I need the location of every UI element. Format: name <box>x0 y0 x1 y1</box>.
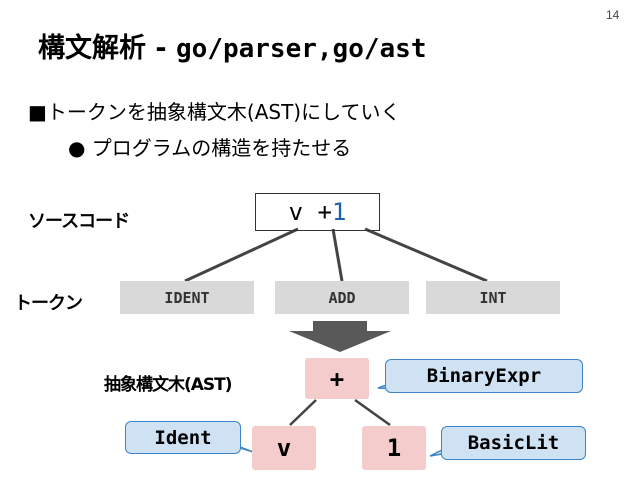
token-label: トークン <box>14 293 83 314</box>
connector-one-int <box>364 227 488 283</box>
token-int: INT <box>426 281 560 314</box>
source-code-expr: v + <box>288 198 332 226</box>
callout-basiclit: BasicLit <box>441 426 586 460</box>
ast-node-v: v <box>252 426 316 470</box>
callout-binaryexpr-text: BinaryExpr <box>426 365 542 387</box>
slide-title: 構文解析 - go/parser,go/ast <box>38 26 426 65</box>
ast-label: 抽象構文木(AST) <box>104 375 233 395</box>
connector-plus-add <box>331 228 344 282</box>
down-arrow <box>289 321 391 352</box>
connector-v-ident <box>184 227 299 283</box>
ast-node-plus: + <box>305 358 369 399</box>
title-packages: go/parser,go/ast <box>176 34 427 64</box>
callout-ident: Ident <box>125 421 241 454</box>
token-add: ADD <box>275 281 409 314</box>
slide-number: 14 <box>606 8 620 22</box>
token-ident: IDENT <box>120 281 254 314</box>
callout-binaryexpr: BinaryExpr <box>385 359 583 393</box>
source-code-number: 1 <box>331 198 347 226</box>
ast-node-one: 1 <box>362 426 426 470</box>
source-code-box: v + 1 <box>255 193 380 231</box>
edge-root-right <box>354 398 391 427</box>
bullet-main: ■トークンを抽象構文木(AST)にしていく <box>28 100 401 124</box>
source-code-label: ソースコード <box>28 211 130 232</box>
callout-basiclit-text: BasicLit <box>467 432 560 454</box>
title-japanese: 構文解析 - <box>38 33 177 64</box>
callout-ident-text: Ident <box>154 426 212 449</box>
edge-root-left <box>289 399 317 426</box>
bullet-sub: ● プログラムの構造を持たせる <box>68 136 352 160</box>
